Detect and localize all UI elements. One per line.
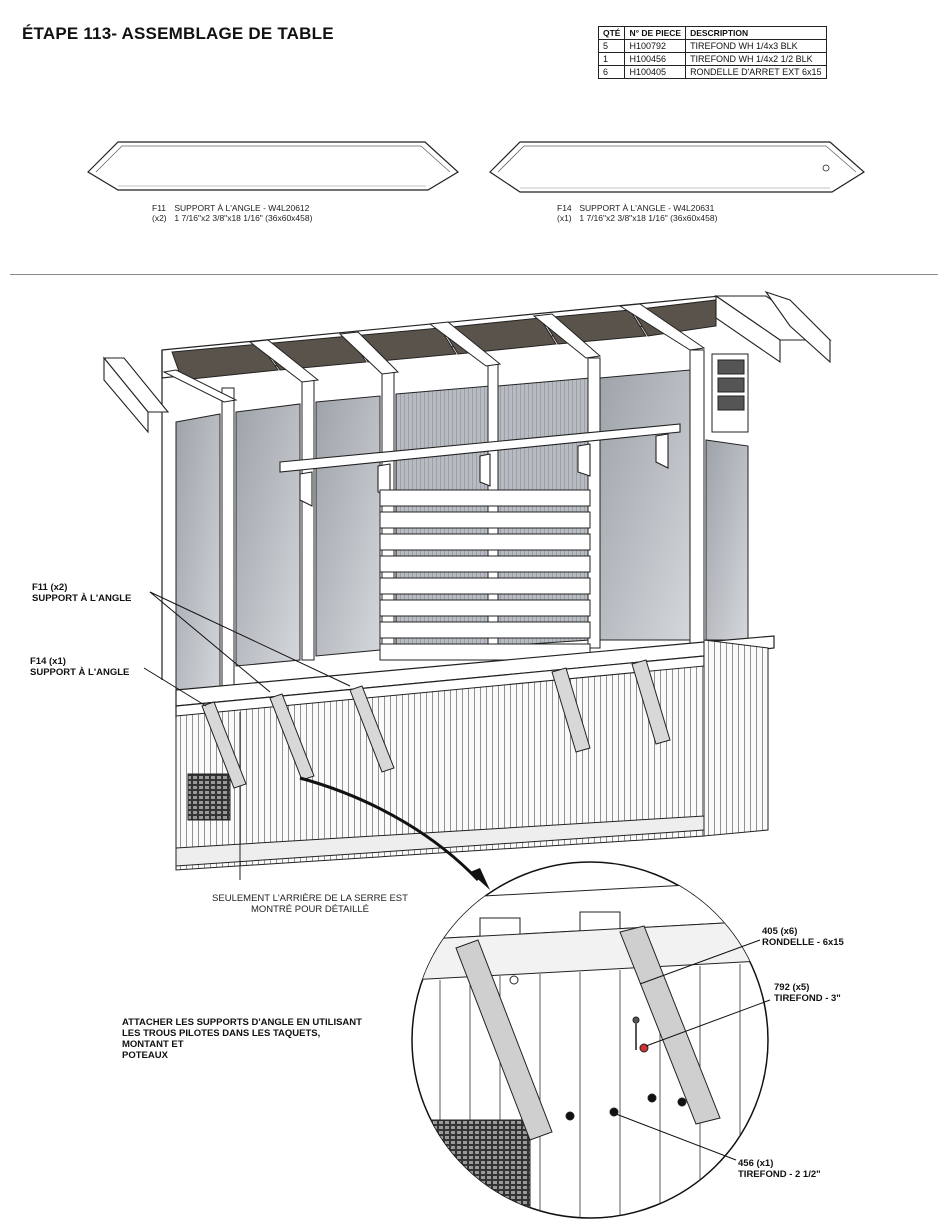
left-header-beam [102, 356, 170, 434]
section-divider [10, 274, 938, 275]
callout-label: F11 (x2) [32, 582, 68, 593]
part-qty: (x1) [557, 213, 572, 223]
detail-leader-lines [615, 939, 771, 1161]
rear-note-line: MONTRÉ POUR DÉTAILLÉ [250, 904, 370, 915]
rear-note: SEULEMENT L'ARRIÈRE DE LA SERRE EST MONT… [190, 893, 430, 915]
part-f14-caption: F14 SUPPORT À L'ANGLE - W4L20631 (x1) 1 … [557, 203, 717, 223]
callout-label: 405 (x6) [762, 926, 798, 937]
detail-circle [411, 861, 769, 1219]
part-name: SUPPORT À L'ANGLE - W4L20612 [174, 203, 310, 213]
callout-label: SUPPORT À L'ANGLE [30, 667, 130, 678]
detail-arrow [299, 776, 490, 890]
part-id: F11 [152, 203, 167, 213]
parts-table-header: QTÉ N° DE PIECE DESCRIPTION [597, 26, 827, 40]
part-f14-drawing [489, 141, 866, 193]
page-title: ÉTAPE 113- ASSEMBLAGE DE TABLE [22, 24, 334, 43]
parts-table: QTÉ N° DE PIECE DESCRIPTION 5 H100792 TI… [597, 26, 827, 79]
instruction-line: POTEAUX [122, 1050, 168, 1061]
part-f11-drawing [87, 141, 460, 191]
upper-shelf [279, 423, 681, 507]
part-qty: (x2) [152, 213, 167, 223]
callout-label: F14 (x1) [30, 656, 66, 667]
instruction-line: ATTACHER LES SUPPORTS D'ANGLE EN UTILISA… [122, 1017, 362, 1028]
table-row: 6 H100405 RONDELLE D'ARRET EXT 6x15 [597, 65, 827, 79]
table-row: 1 H100456 TIREFOND WH 1/4x2 1/2 BLK [597, 52, 827, 66]
callout-label: SUPPORT À L'ANGLE [32, 593, 132, 604]
callout-f14: F14 (x1) SUPPORT À L'ANGLE [30, 656, 129, 678]
rear-note-line: SEULEMENT L'ARRIÈRE DE LA SERRE EST [212, 893, 408, 904]
callout-label: RONDELLE - 6x15 [762, 937, 844, 948]
part-name: SUPPORT À L'ANGLE - W4L20631 [579, 203, 715, 213]
part-f11-caption: F11 SUPPORT À L'ANGLE - W4L20612 (x2) 1 … [152, 203, 312, 223]
rafters [162, 303, 706, 403]
right-header-beam [714, 290, 832, 364]
callout-label: 792 (x5) [774, 982, 810, 993]
part-dims: 1 7/16"x2 3/8"x18 1/16" (36x60x458) [174, 213, 313, 223]
callout-f11: F11 (x2) SUPPORT À L'ANGLE [32, 582, 131, 604]
table-cell: 6 [597, 65, 626, 79]
instruction-text: ATTACHER LES SUPPORTS D'ANGLE EN UTILISA… [122, 1017, 362, 1061]
table-cell: RONDELLE D'ARRET EXT 6x15 [685, 65, 827, 79]
callout-screw-2-5: 456 (x1) TIREFOND - 2 1/2" [738, 1158, 821, 1180]
part-dims: 1 7/16"x2 3/8"x18 1/16" (36x60x458) [579, 213, 718, 223]
instruction-line: LES TROUS PILOTES DANS LES TAQUETS, [122, 1028, 321, 1039]
callout-label: TIREFOND - 2 1/2" [738, 1169, 821, 1180]
parts-drawings [87, 141, 866, 193]
callout-washer: 405 (x6) RONDELLE - 6x15 [762, 926, 844, 948]
instruction-line: MONTANT ET [122, 1039, 184, 1050]
vertical-posts [221, 349, 705, 709]
callout-label: TIREFOND - 3" [774, 993, 841, 1004]
callout-label: 456 (x1) [738, 1158, 774, 1169]
part-id: F14 [557, 203, 572, 213]
slatted-panel [379, 489, 591, 661]
leader-lines [143, 591, 351, 707]
side-vent [711, 353, 749, 433]
callout-screw-3: 792 (x5) TIREFOND - 3" [774, 982, 841, 1004]
angle-supports [201, 659, 671, 789]
